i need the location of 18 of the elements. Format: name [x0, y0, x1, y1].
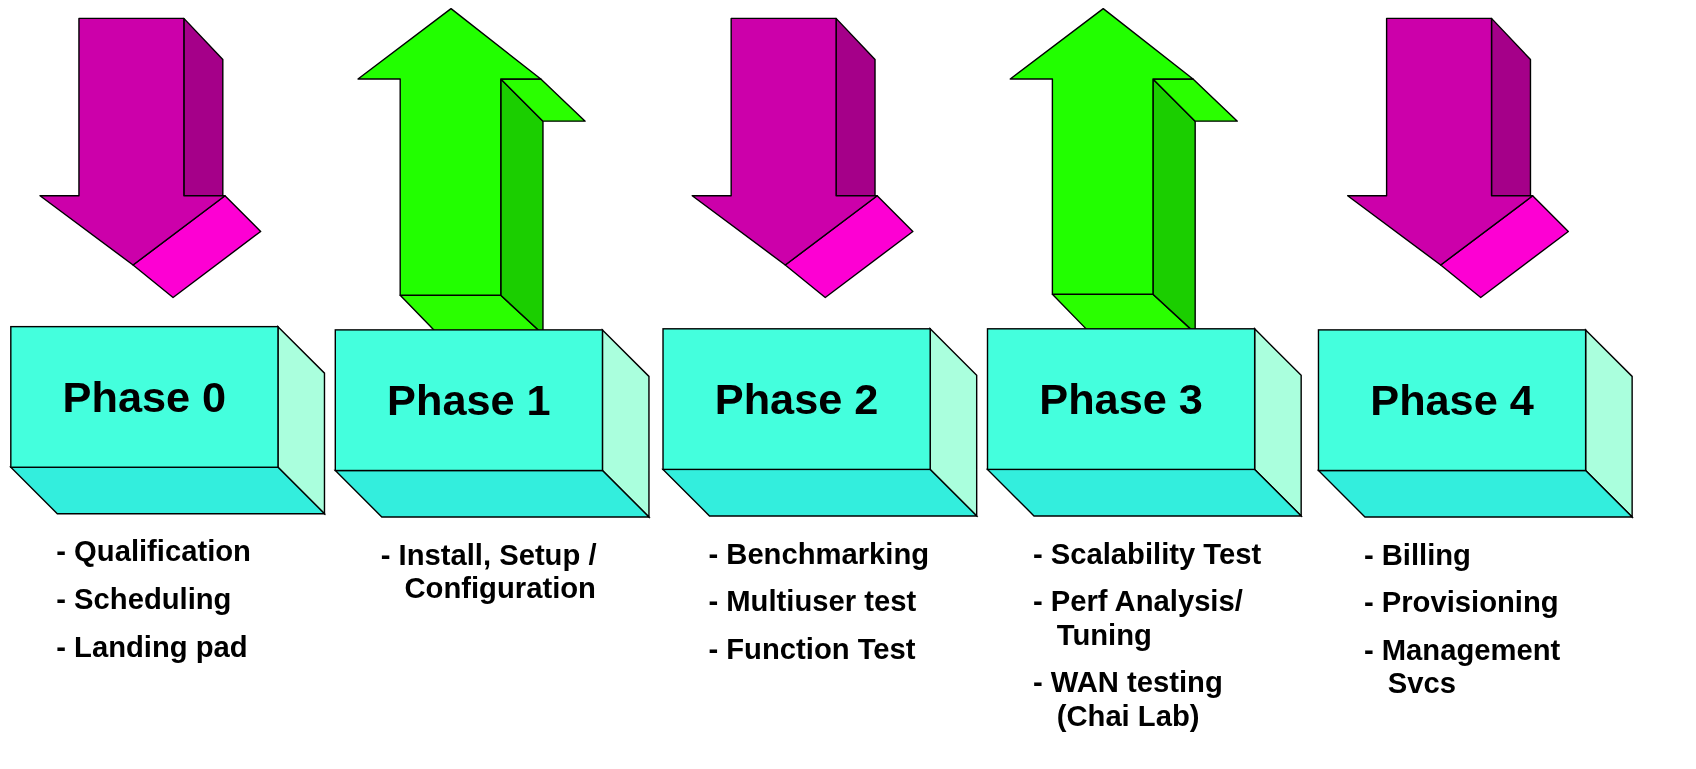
bullet-item: - Provisioning: [1363, 586, 1560, 620]
bullet-item: - Benchmarking: [708, 537, 931, 572]
bullet-item: - Management Svcs: [1363, 633, 1562, 701]
phase-title: Phase 4: [1370, 375, 1534, 425]
phase-title: Phase 1: [387, 375, 551, 425]
bullet-item: - Landing pad: [56, 630, 249, 665]
bullet-item: - WAN testing (Chai Lab): [1032, 666, 1224, 734]
bullet-item: - Function Test: [708, 632, 917, 667]
bullet-item: - Install, Setup / Configuration: [380, 538, 598, 606]
bullet-item: - Perf Analysis/ Tuning: [1032, 585, 1244, 653]
phase-title: Phase 2: [714, 374, 879, 424]
phase-title: Phase 0: [62, 372, 227, 422]
bullet-item: - Scalability Test: [1032, 537, 1263, 572]
bullet-item: - Multiuser test: [708, 585, 918, 619]
bullet-item: - Scheduling: [56, 583, 233, 617]
bullet-item: - Billing: [1363, 538, 1472, 573]
phase-title: Phase 3: [1039, 374, 1203, 424]
bullet-item: - Qualification: [56, 535, 252, 569]
